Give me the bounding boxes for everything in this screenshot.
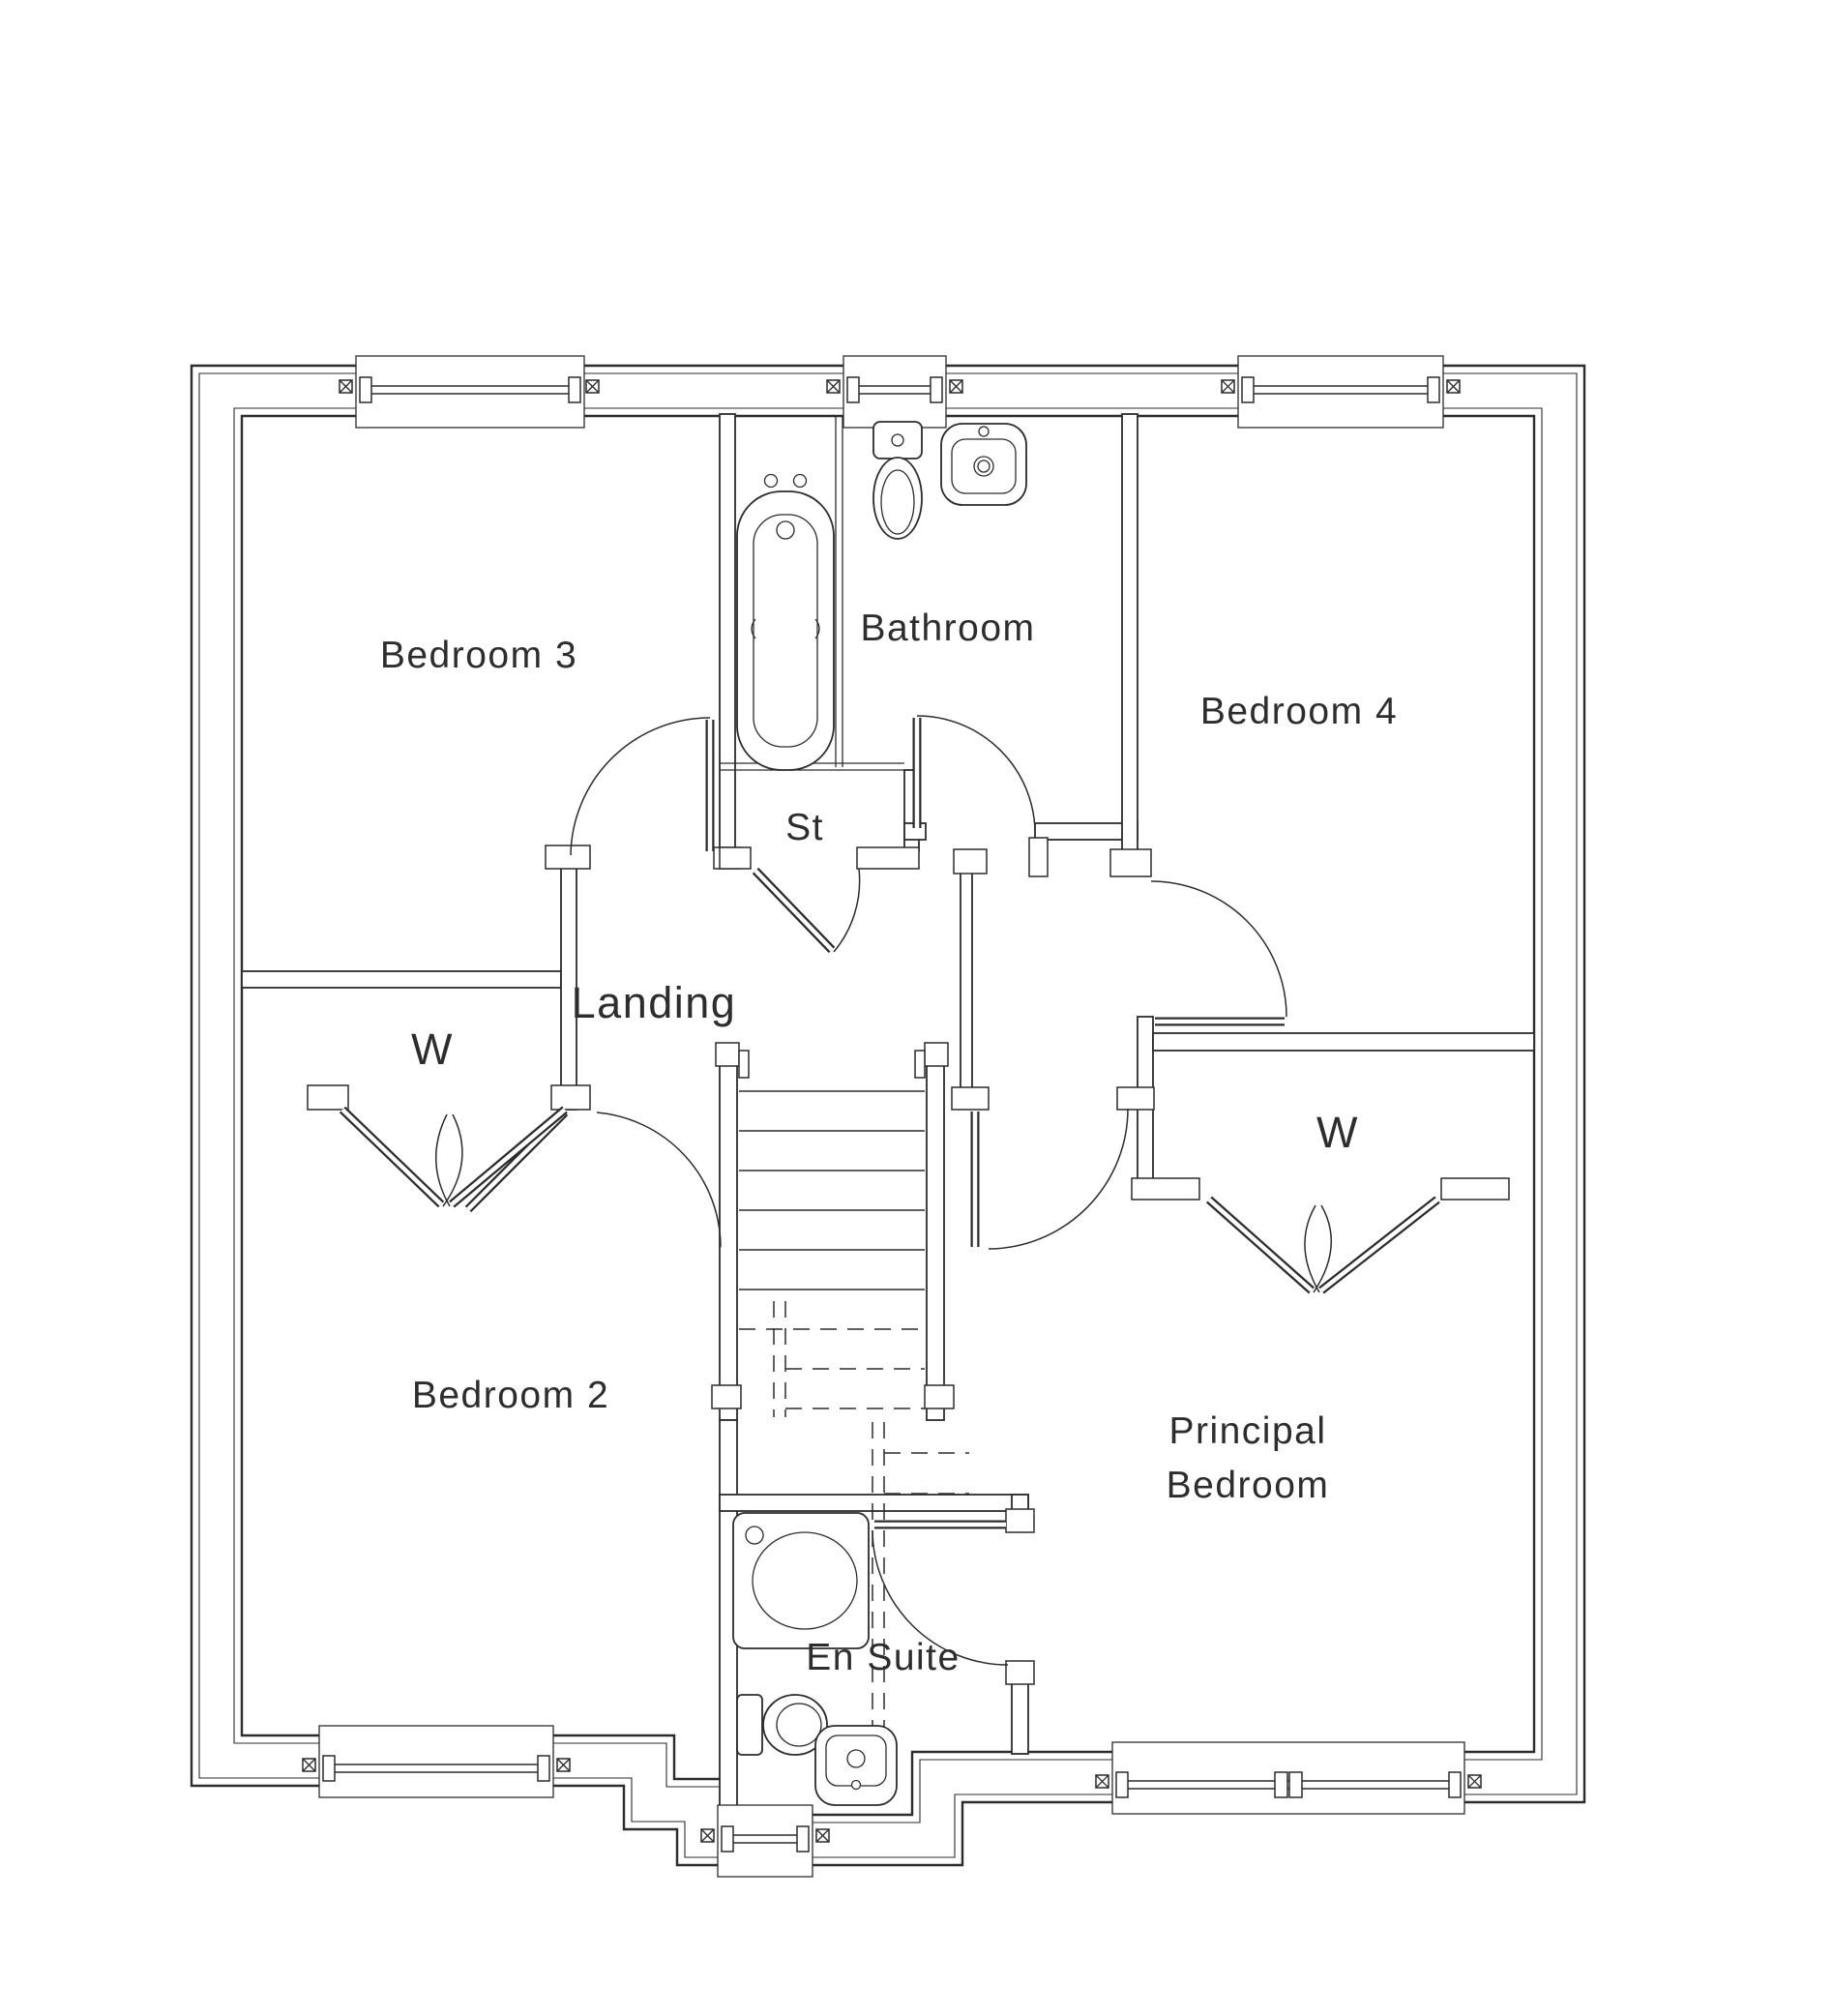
shower-icon bbox=[732, 1512, 870, 1649]
wall-corridor-east bbox=[960, 870, 973, 1090]
jamb-corridor-top bbox=[953, 848, 988, 875]
jamb-store-right bbox=[856, 846, 920, 870]
doors bbox=[339, 715, 1440, 1666]
stair-newel-right bbox=[924, 1042, 949, 1067]
bathroom-toilet-icon bbox=[872, 421, 923, 540]
jamb-stairs-end-left bbox=[711, 1384, 742, 1409]
wall-bathroom-bedroom4 bbox=[1121, 413, 1138, 852]
room-label-landing: Landing bbox=[572, 978, 737, 1027]
bedroom3-window-icon bbox=[339, 355, 600, 429]
wardrobe-left-doors-icon bbox=[339, 1106, 568, 1208]
room-label-bathroom: Bathroom bbox=[860, 608, 1035, 649]
jamb-wardrobe-right-b bbox=[1440, 1177, 1510, 1201]
staircase bbox=[715, 1042, 969, 1780]
windows bbox=[302, 355, 1482, 1878]
room-label-ensuite: En Suite bbox=[806, 1637, 960, 1678]
bathroom-window-icon bbox=[826, 355, 963, 429]
room-labels: Bedroom 3 Bathroom Bedroom 4 St Landing … bbox=[380, 608, 1398, 1678]
stair-treads-dashed bbox=[739, 1301, 969, 1780]
room-label-principal-line1: Principal bbox=[1168, 1410, 1326, 1452]
ensuite-sink-icon bbox=[814, 1725, 898, 1806]
ensuite-window-icon bbox=[700, 1804, 830, 1878]
wall-bedroom3-south bbox=[241, 970, 562, 989]
jamb-principal-door-right bbox=[1116, 1086, 1155, 1111]
bathroom-sink-icon bbox=[940, 423, 1027, 506]
jamb-wardrobe-left-a bbox=[307, 1084, 349, 1111]
wall-wardrobe-right-north bbox=[1152, 1032, 1535, 1052]
jamb-bathroom-right bbox=[1028, 837, 1049, 877]
jamb-principal-door-left bbox=[951, 1086, 990, 1111]
bedroom3-door-icon bbox=[570, 717, 715, 856]
room-label-principal-line2: Bedroom bbox=[1167, 1465, 1330, 1506]
principal-bedroom-door-icon bbox=[970, 1108, 1129, 1250]
room-label-bedroom4: Bedroom 4 bbox=[1200, 691, 1398, 732]
room-label-wardrobe-left: W bbox=[411, 1024, 454, 1074]
room-label-bedroom2: Bedroom 2 bbox=[412, 1375, 609, 1416]
room-label-store: St bbox=[785, 807, 824, 848]
bedroom4-door-icon bbox=[1150, 880, 1287, 1026]
jamb-wardrobe-left-top bbox=[545, 845, 591, 870]
room-label-wardrobe-right: W bbox=[1316, 1108, 1359, 1157]
exterior-walls bbox=[190, 364, 1586, 1867]
stair-treads-solid bbox=[739, 1090, 925, 1290]
stair-newel-left bbox=[715, 1042, 740, 1067]
door-jambs bbox=[307, 837, 1510, 1685]
wall-ensuite-north bbox=[719, 1494, 1029, 1512]
jamb-bedroom4-door bbox=[1109, 848, 1152, 877]
stair-newel-right-post bbox=[914, 1050, 926, 1079]
ensuite-door-icon bbox=[872, 1520, 1009, 1666]
jamb-wardrobe-right-a bbox=[1131, 1177, 1200, 1201]
fixtures bbox=[732, 421, 1027, 1806]
store-door-icon bbox=[752, 867, 861, 954]
bedroom2-window-icon bbox=[302, 1725, 571, 1798]
jamb-ensuite-top bbox=[1005, 1508, 1035, 1533]
stair-newel-left-post bbox=[738, 1050, 750, 1079]
wall-stairwell-right bbox=[926, 1052, 945, 1421]
jamb-ensuite-bottom bbox=[1005, 1660, 1035, 1685]
jamb-wardrobe-left-b bbox=[550, 1084, 591, 1111]
ensuite-toilet-icon bbox=[736, 1694, 828, 1756]
room-label-bedroom3: Bedroom 3 bbox=[380, 635, 577, 676]
jamb-store-left bbox=[719, 846, 752, 870]
wall-bedroom3-bathroom bbox=[719, 413, 736, 852]
bathtub-icon bbox=[736, 473, 835, 771]
bathroom-door-icon bbox=[912, 715, 1036, 831]
wardrobe-right-doors-icon bbox=[1206, 1196, 1440, 1294]
jamb-stairs-end-right bbox=[924, 1384, 955, 1409]
wall-stairwell-left bbox=[719, 1052, 738, 1421]
principal-bedroom-window-icon bbox=[1095, 1741, 1482, 1815]
bedroom4-window-icon bbox=[1221, 355, 1461, 429]
